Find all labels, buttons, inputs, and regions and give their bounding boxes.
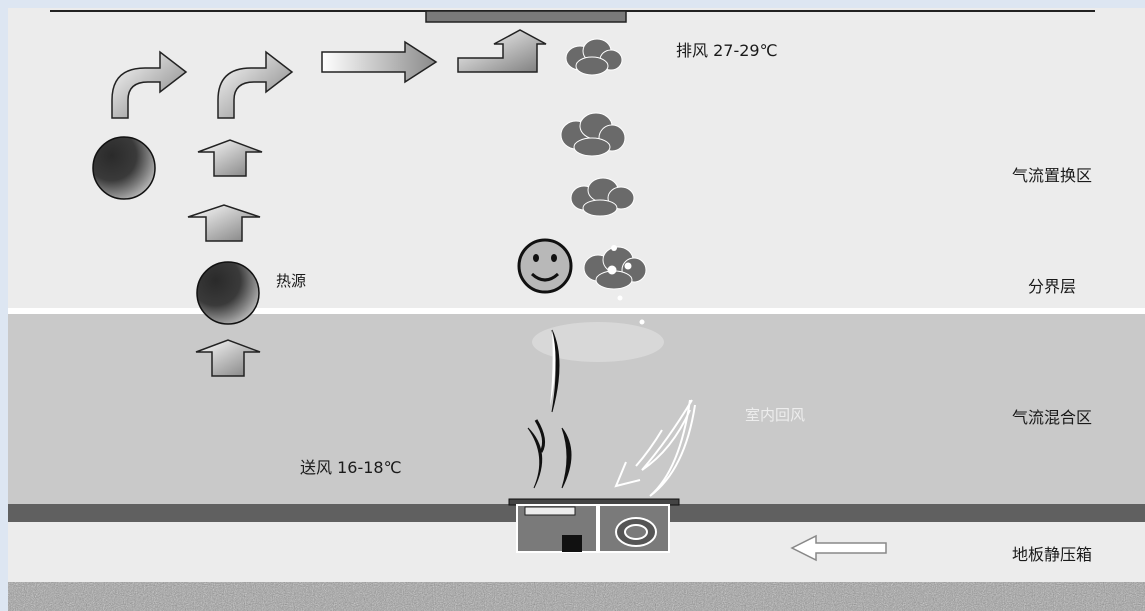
right-arrow-icon (321, 40, 438, 84)
ground-texture (8, 582, 1145, 611)
mixing-zone-label: 气流混合区 (1012, 408, 1093, 427)
exhaust-grille (425, 10, 627, 23)
smoke-cloud-icon (570, 177, 635, 217)
smoke-cloud-icon (560, 112, 626, 157)
boundary-layer-label: 分界层 (1028, 277, 1077, 296)
displacement-zone-label: 气流置换区 (1012, 166, 1093, 185)
boundary-line (8, 308, 1145, 314)
smoke-cloud-icon (565, 38, 623, 76)
curved-arrow-icon (217, 50, 294, 119)
boundary-halo (532, 322, 664, 362)
person-smiley-icon (517, 238, 573, 294)
curved-arrow-icon (111, 50, 188, 119)
left-arrow-icon (790, 534, 887, 562)
exhaust-label: 排风 27-29℃ (676, 41, 778, 60)
up-arrow-icon (197, 139, 263, 177)
return-air-plume (614, 399, 696, 497)
heat-source-ball (196, 261, 260, 325)
heat-source-ball (92, 136, 156, 200)
floor-diffuser-unit (508, 498, 680, 553)
up-arrow-icon (195, 339, 261, 377)
up-arrow-icon (187, 204, 261, 242)
floor-plenum-label: 地板静压箱 (1012, 545, 1093, 564)
room-return-label: 室内回风 (745, 406, 806, 424)
supply-air-plume (527, 329, 572, 489)
step-up-arrow-icon (457, 29, 547, 73)
supply-air-label: 送风 16-18℃ (300, 458, 402, 477)
smoke-cloud-icon (583, 245, 647, 325)
heat-source-label: 热源 (276, 272, 307, 290)
